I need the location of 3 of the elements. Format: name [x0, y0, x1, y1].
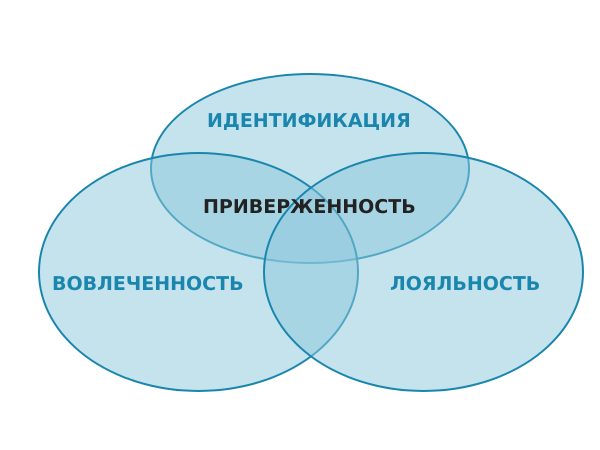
circle-label: ИДЕНТИФИКАЦИЯ	[207, 110, 411, 132]
circle-label: ЛОЯЛЬНОСТЬ	[390, 273, 540, 295]
circle-label: ВОВЛЕЧЕННОСТЬ	[52, 273, 244, 295]
